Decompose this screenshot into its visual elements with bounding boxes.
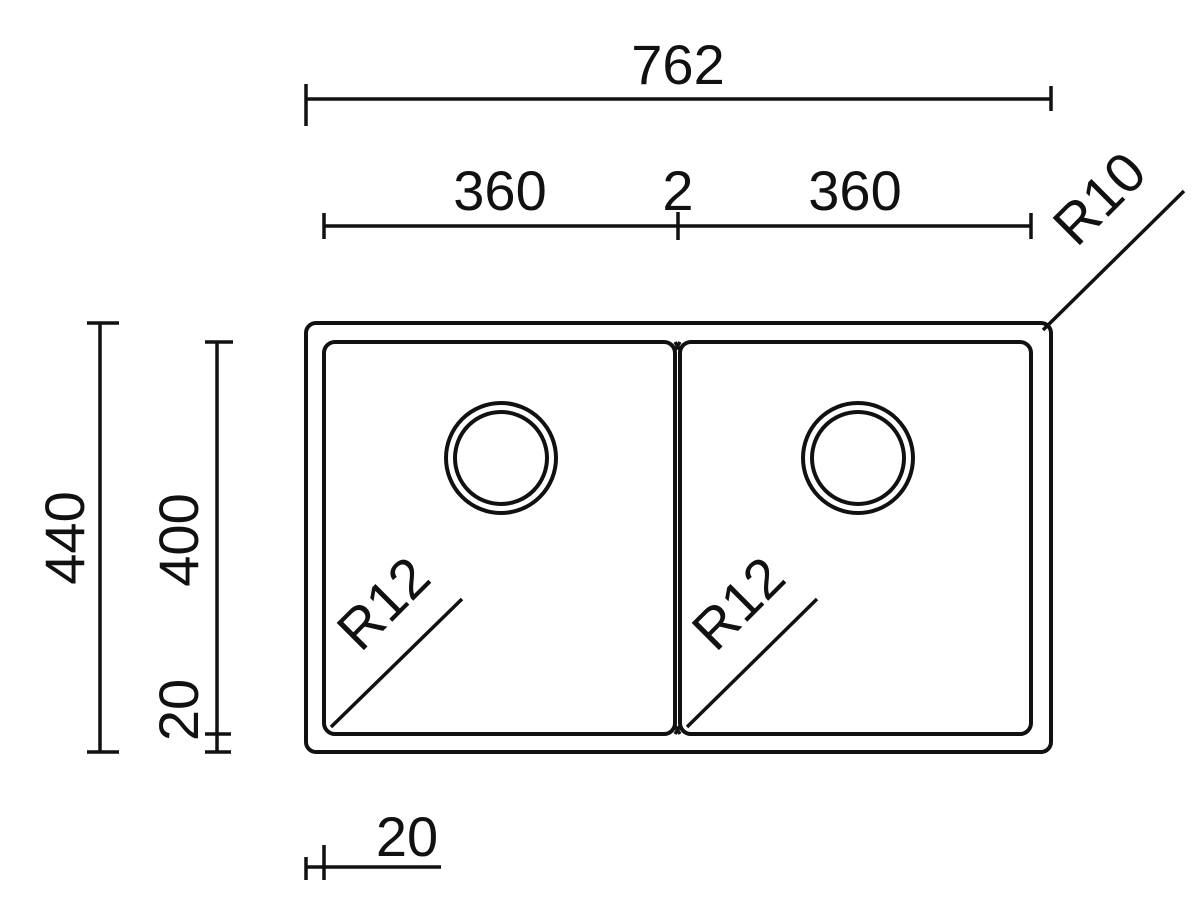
outer-radius-label: R10 <box>1041 140 1158 257</box>
right-drain-outer-ring <box>801 401 915 515</box>
outer-radius-callout: R10 <box>1041 140 1186 332</box>
overall-depth-label: 440 <box>33 491 96 584</box>
inner-radius-right-leader <box>685 597 819 729</box>
bowl-width-left-label: 360 <box>453 159 546 222</box>
inner-radius-left-leader <box>329 597 464 729</box>
left-drain <box>444 401 558 515</box>
inner-radius-right-label: R12 <box>680 545 797 662</box>
overall-width-label: 762 <box>631 33 724 96</box>
overall-width-dimension: 762 <box>304 33 1053 126</box>
left-drain-outer-ring <box>444 401 558 515</box>
divider-bottom-right <box>673 725 682 735</box>
sink-outer-rim <box>304 321 1053 754</box>
bowl-depth-label: 400 <box>147 493 210 586</box>
flange-side-dimension: 20 <box>304 805 441 880</box>
sink-body <box>304 321 1053 754</box>
bowl-width-dimension: 360 2 360 <box>322 159 1033 240</box>
divider-width-label: 2 <box>662 159 693 222</box>
overall-depth-dimension: 440 <box>33 321 119 754</box>
flange-side-label: 20 <box>376 805 438 868</box>
right-drain <box>801 401 915 515</box>
inner-radius-left-callout: R12 <box>325 545 464 729</box>
left-drain-inner-ring <box>453 410 549 506</box>
left-bowl <box>322 340 677 736</box>
flange-bottom-label: 20 <box>147 679 210 741</box>
inner-radius-left-label: R12 <box>325 545 442 662</box>
inner-radius-right-callout: R12 <box>680 545 819 729</box>
bowl-width-right-label: 360 <box>808 159 901 222</box>
right-drain-inner-ring <box>810 410 906 506</box>
outer-radius-leader <box>1041 189 1186 332</box>
bowl-depth-dimension: 400 20 <box>147 340 233 754</box>
right-bowl <box>678 340 1033 736</box>
divider-top-right <box>673 341 682 351</box>
